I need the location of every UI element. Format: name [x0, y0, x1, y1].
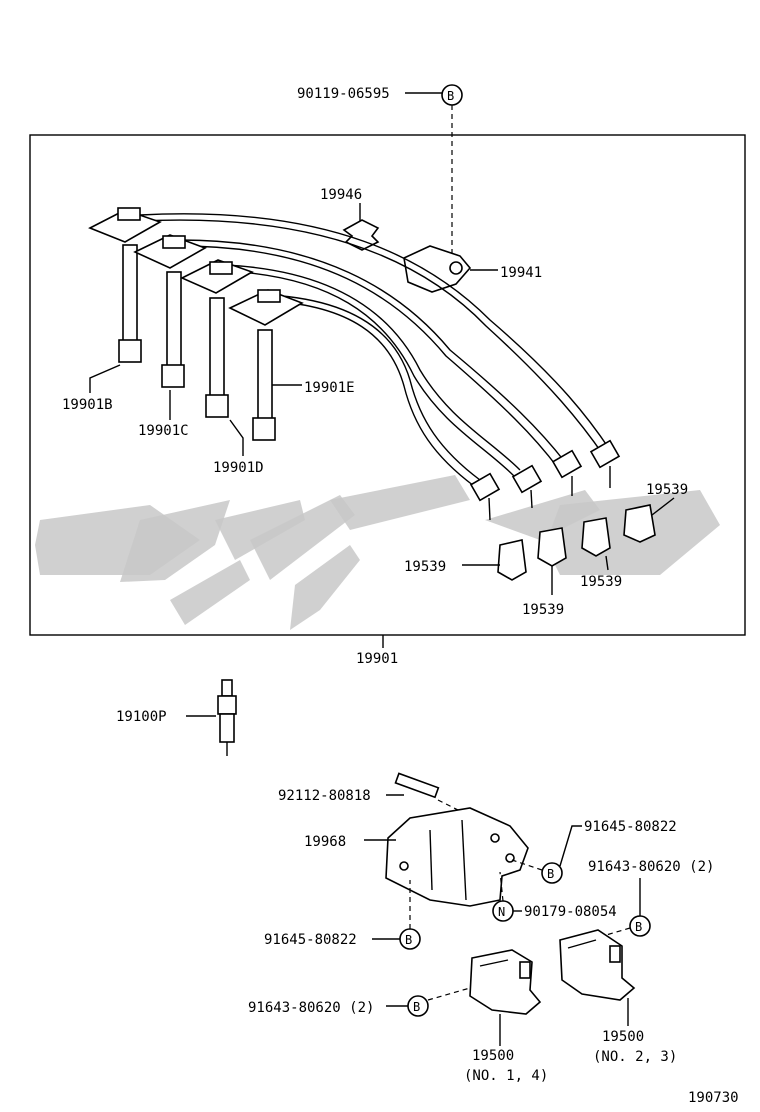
watermark-logo [35, 475, 720, 630]
plug-boot-e [228, 289, 304, 441]
label-19100p: 19100P [116, 709, 167, 725]
label-19901: 19901 [356, 651, 398, 667]
ref-b-top: B [447, 89, 454, 103]
ref-b-bracket-right: B [547, 867, 554, 881]
label-19946: 19946 [320, 187, 362, 203]
label-cap-4: 19539 [580, 574, 622, 590]
ref-b-coil-left: B [413, 1000, 420, 1014]
cap-19539-middle [537, 527, 567, 567]
plug-boot-b [88, 207, 162, 363]
ref-n-nut: N [498, 905, 505, 919]
label-19901b: 19901B [62, 397, 113, 413]
label-coil-a: 19500 [472, 1048, 514, 1064]
stud-92112 [394, 772, 440, 799]
figure-number: 190730 [688, 1090, 739, 1106]
ref-b-bracket-left: B [405, 933, 412, 947]
coil-19500-a [469, 949, 542, 1015]
cable-terminals [469, 439, 621, 521]
plug-boot-d [180, 259, 254, 418]
label-cap-1: 19539 [646, 482, 688, 498]
cap-19539-right [623, 504, 656, 543]
label-cap-2: 19539 [404, 559, 446, 575]
label-coil-b-note: (NO. 2, 3) [593, 1049, 677, 1065]
cap-19539-right-middle [581, 517, 611, 557]
spark-plug [217, 679, 237, 756]
bracket-19968 [385, 807, 529, 907]
label-cap-3: 19539 [522, 602, 564, 618]
label-bolt-top-right: 91645-80822 [584, 819, 677, 835]
label-clamp-bolt: 90119-06595 [297, 86, 390, 102]
ignition-cables [139, 213, 611, 487]
clamp-19946-part [342, 219, 380, 251]
label-19901c: 19901C [138, 423, 189, 439]
ref-b-coil-right: B [635, 920, 642, 934]
cap-19539-left [497, 539, 527, 581]
label-nut: 90179-08054 [524, 904, 617, 920]
label-bolt-pair-left: 91643-80620 (2) [248, 1000, 374, 1016]
label-bolt-pair-right: 91643-80620 (2) [588, 859, 714, 875]
label-19901e: 19901E [304, 380, 355, 396]
label-coil-a-note: (NO. 1, 4) [464, 1068, 548, 1084]
label-coil-b: 19500 [602, 1029, 644, 1045]
label-bolt-left: 91645-80822 [264, 932, 357, 948]
cord-set-frame [29, 134, 746, 636]
label-19941: 19941 [500, 265, 542, 281]
label-stud: 92112-80818 [278, 788, 371, 804]
coil-19500-b [559, 929, 636, 1001]
plug-boot-c [133, 234, 207, 388]
label-19901d: 19901D [213, 460, 264, 476]
label-19968: 19968 [304, 834, 346, 850]
clamp-19941-part [403, 245, 472, 293]
